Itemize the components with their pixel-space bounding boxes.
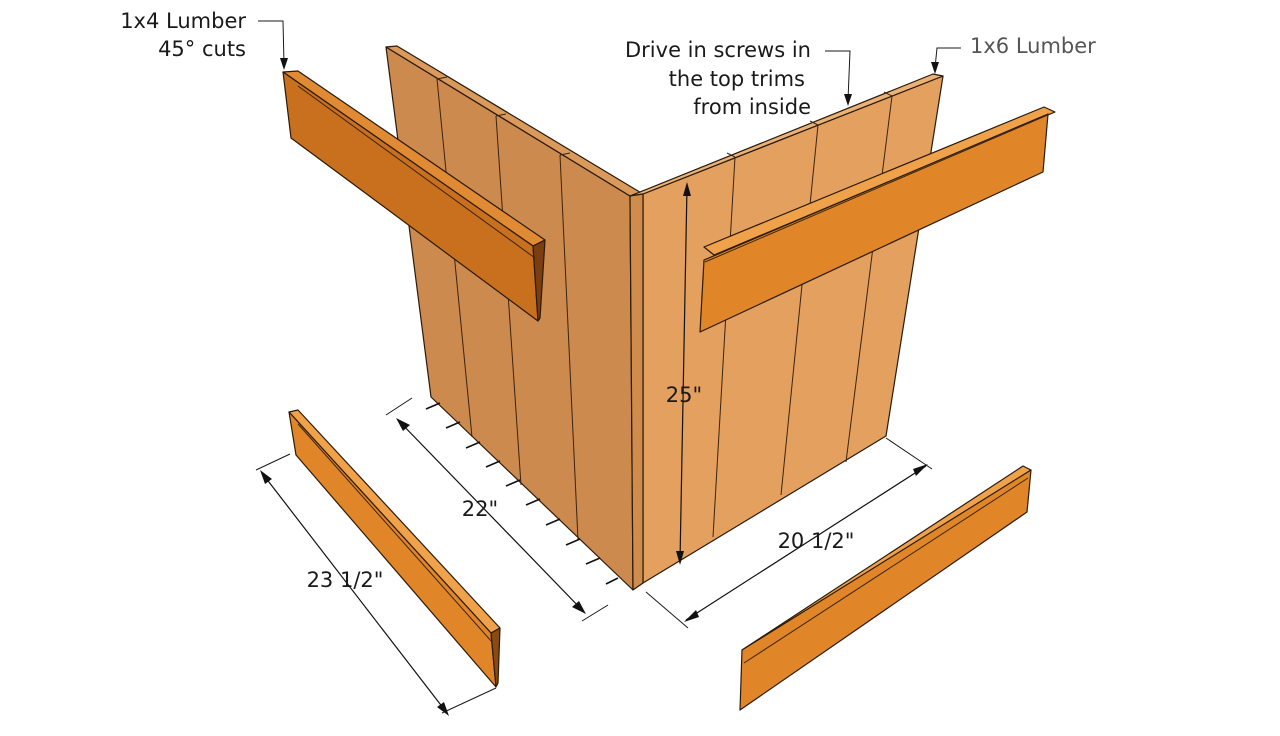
dimension-lines	[255, 182, 933, 716]
right-panel-end-edge	[629, 193, 644, 591]
dimension-left-panel: 22"	[462, 497, 498, 521]
label-screws-line2: the top trims	[669, 67, 805, 91]
left-side-panel	[385, 45, 644, 591]
label-1x6-lumber: 1x6 Lumber	[970, 34, 1096, 58]
lower-left-trim-top	[288, 409, 501, 634]
upper-right-trim-front	[699, 113, 1049, 333]
upper-right-trim	[699, 106, 1056, 333]
dimension-trim: 23 1/2"	[307, 568, 384, 592]
lower-right-trim	[739, 465, 1032, 711]
text-labels: 1x4 Lumber 45° cuts Drive in screws in t…	[120, 9, 1096, 592]
screw-marks	[425, 402, 619, 585]
dimension-height: 25"	[666, 383, 702, 407]
upper-right-trim-top	[703, 106, 1056, 256]
lower-left-trim	[288, 409, 501, 688]
label-45-cuts: 45° cuts	[158, 37, 246, 61]
upper-left-trim	[282, 70, 546, 322]
right-side-panel	[629, 73, 944, 591]
lower-left-trim-front	[288, 411, 497, 688]
lower-right-trim-front	[739, 469, 1032, 711]
leader-lines	[258, 20, 961, 106]
label-screws-line3: from inside	[693, 95, 811, 119]
lower-left-trim-end	[490, 627, 501, 688]
upper-left-trim-end	[532, 239, 546, 322]
dimension-right-panel: 20 1/2"	[778, 529, 855, 553]
label-1x4-lumber: 1x4 Lumber	[120, 9, 246, 33]
label-screws-line1: Drive in screws in	[625, 38, 811, 62]
right-panel-face	[642, 75, 944, 584]
